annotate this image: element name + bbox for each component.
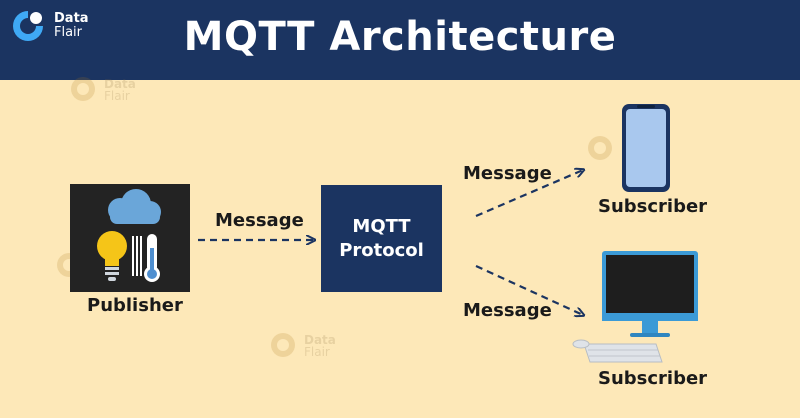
edge-label-subscriber-desktop: Message: [463, 300, 552, 321]
logo-icon: [13, 10, 44, 41]
protocol-label-line2: Protocol: [339, 239, 424, 261]
header-bar: Data Flair MQTT Architecture: [0, 0, 800, 80]
watermark-logo: Data Flair: [68, 74, 136, 108]
edge-label-subscriber-phone: Message: [463, 163, 552, 184]
arrow-protocol-to-phone: [475, 170, 583, 218]
arrow-protocol-to-desktop: [475, 264, 583, 315]
watermark-logo: Data Flair: [268, 330, 336, 364]
publisher-label: Publisher: [87, 295, 183, 316]
lightbulb-icon: [97, 231, 127, 281]
protocol-label-line1: MQTT: [352, 215, 411, 237]
publisher-node: [70, 184, 190, 292]
subscriber-desktop-label: Subscriber: [598, 368, 708, 389]
cloud-icon: [108, 189, 161, 224]
dataflair-logo: Data Flair: [10, 8, 90, 44]
logo-text-line2: Flair: [54, 25, 83, 40]
mqtt-protocol-node: MQTT Protocol: [321, 185, 442, 292]
scale-marks-icon: [132, 236, 142, 276]
subscriber-phone-label: Subscriber: [598, 196, 708, 217]
page-title: MQTT Architecture: [183, 14, 617, 60]
logo-text-line1: Data: [54, 11, 89, 26]
thermometer-icon: [144, 234, 160, 282]
edge-label-publish: Message: [215, 210, 304, 231]
